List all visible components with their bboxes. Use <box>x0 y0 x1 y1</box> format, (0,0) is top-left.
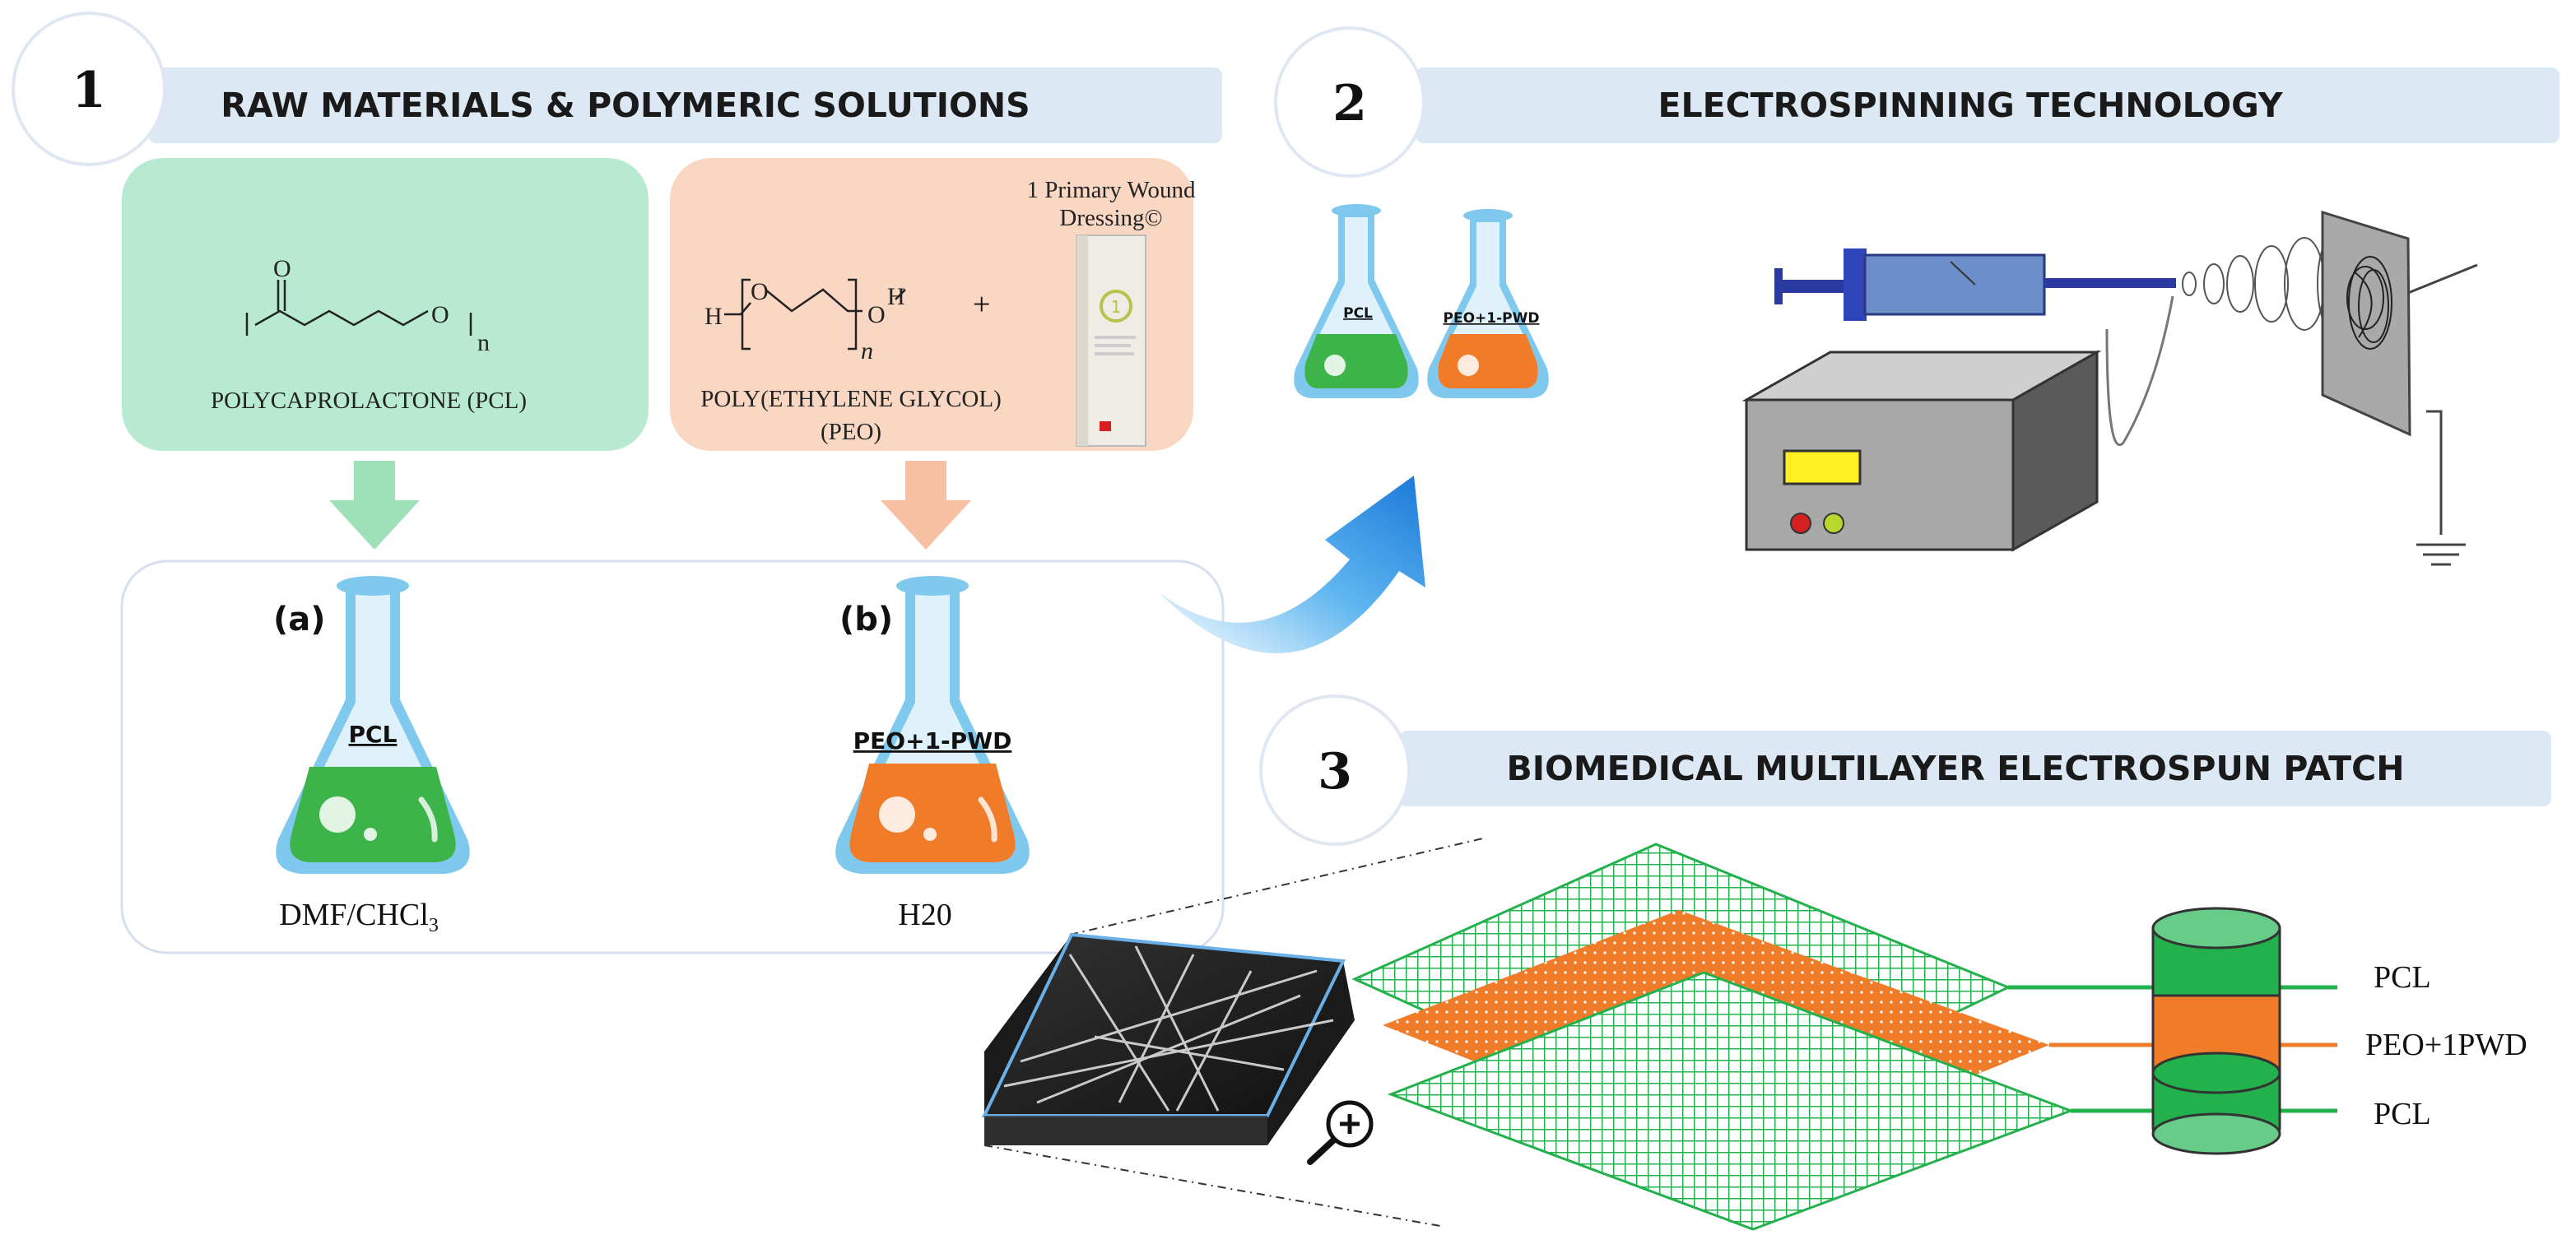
section-2-banner <box>1416 67 2560 143</box>
peo-structure <box>724 278 906 351</box>
small-flask-pcl-label: PCL <box>1343 305 1373 322</box>
peo-name-line2: (PEO) <box>821 419 881 445</box>
plus-sign: + <box>973 287 990 322</box>
zoom-magnifier-icon <box>1307 1100 1374 1165</box>
section-2-number-circle <box>1274 26 1425 178</box>
pcl-subscript: n <box>477 329 490 356</box>
section-2-title: ELECTROSPINNING TECHNOLOGY <box>1658 86 2283 125</box>
section-1: 1 RAW MATERIALS & POLYMERIC SOLUTIONS O … <box>12 12 1225 954</box>
flask-peo <box>835 576 1030 874</box>
small-flask-peo-label: PEO+1-PWD <box>1444 310 1540 327</box>
dressing-label-line2: Dressing© <box>1059 205 1162 231</box>
small-flask-pcl <box>1294 204 1419 398</box>
section-1-title: RAW MATERIALS & POLYMERIC SOLUTIONS <box>221 86 1030 125</box>
section-3: 3 BIOMEDICAL MULTILAYER ELECTROSPUN PATC… <box>981 694 2551 1231</box>
section-3-title: BIOMEDICAL MULTILAYER ELECTROSPUN PATCH <box>1506 749 2404 788</box>
peo-name-line1: POLY(ETHYLENE GLYCOL) <box>700 386 1002 412</box>
electrospinning-apparatus <box>1741 210 2478 566</box>
power-supply-red-button <box>1790 513 1811 534</box>
solvent-b: H20 <box>898 898 951 932</box>
syringe-barrel <box>1844 248 1867 321</box>
section-2: 2 ELECTROSPINNING TECHNOLOGY PCL PEO+1-P… <box>1274 26 2560 566</box>
peo-h-right: H <box>887 283 905 310</box>
section-1-number-circle <box>12 12 166 166</box>
layer-label-bottom: PCL <box>2374 1097 2431 1131</box>
svg-text:1: 1 <box>1111 297 1122 317</box>
syringe-plunger <box>1778 280 1844 293</box>
flask-pcl <box>276 576 470 874</box>
layer-label-top: PCL <box>2374 960 2431 995</box>
pcl-material-card <box>122 158 649 451</box>
flask-peo-label: PEO+1-PWD <box>853 727 1012 755</box>
solution-a-letter: (a) <box>273 601 326 638</box>
sem-image <box>981 932 1355 1145</box>
peo-material-card <box>670 158 1193 451</box>
layer-cylinder <box>2151 907 2281 1155</box>
power-supply-green-button <box>1823 513 1844 534</box>
solution-b-letter: (b) <box>839 601 893 638</box>
curved-flow-arrow <box>1159 476 1425 653</box>
power-supply-display <box>1783 449 1862 485</box>
section-1-number: 1 <box>72 62 106 119</box>
wound-dressing-package: 1 <box>1076 234 1146 447</box>
peo-h-left: H <box>704 303 723 330</box>
syringe-needle <box>2044 278 2176 288</box>
solvent-a: DMF/CHCl3 <box>279 898 439 936</box>
peo-down-arrow <box>881 461 971 550</box>
section-3-number: 3 <box>1318 743 1352 801</box>
flask-pcl-label: PCL <box>349 721 398 748</box>
peo-subscript: n <box>861 337 873 364</box>
pcl-o-right: O <box>431 301 449 328</box>
syringe-body <box>1863 253 2046 316</box>
section-1-banner <box>148 67 1222 143</box>
peo-o-left: O <box>751 278 769 305</box>
pcl-name: POLYCAPROLACTONE (PCL) <box>211 388 527 414</box>
layer-label-middle: PEO+1PWD <box>2365 1028 2527 1062</box>
pcl-down-arrow <box>329 461 420 550</box>
section-2-number: 2 <box>1332 75 1367 132</box>
pcl-structure <box>245 280 472 336</box>
section-3-banner <box>1399 731 2551 806</box>
small-flask-peo <box>1427 209 1549 398</box>
pcl-o-top: O <box>273 255 291 282</box>
dressing-label-line1: 1 Primary Wound <box>1027 177 1196 203</box>
peo-o-right: O <box>867 301 886 328</box>
section-3-number-circle <box>1259 694 1411 846</box>
